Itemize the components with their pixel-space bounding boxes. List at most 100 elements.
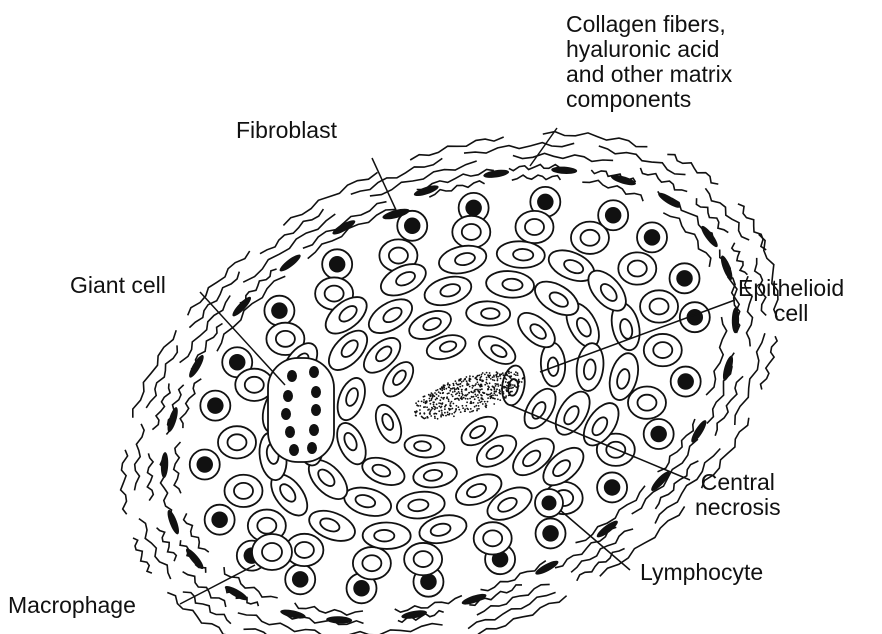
necrosis-dot: [439, 388, 441, 390]
necrosis-dot: [504, 377, 506, 379]
necrosis-dot: [460, 379, 462, 381]
necrosis-dot: [471, 396, 473, 398]
necrosis-dot: [465, 405, 467, 407]
macrophage-nucleus: [234, 483, 253, 499]
collagen-fiber: [189, 272, 239, 328]
necrosis-dot: [497, 385, 499, 387]
necrosis-dot: [515, 386, 517, 388]
epithelioid-cell: [496, 240, 545, 269]
necrosis-dot: [521, 381, 523, 383]
necrosis-dot: [430, 415, 432, 417]
necrosis-dot: [434, 417, 436, 419]
necrosis-dot: [471, 391, 473, 393]
fibroblast-cell: [649, 469, 672, 493]
necrosis-dot: [443, 385, 445, 387]
lymphocyte-nucleus: [677, 373, 694, 390]
necrosis-dot: [426, 416, 428, 418]
necrosis-dot: [517, 374, 519, 376]
necrosis-dot: [441, 387, 443, 389]
necrosis-dot: [430, 409, 432, 411]
necrosis-dot: [458, 409, 460, 411]
necrosis-dot: [464, 408, 466, 410]
necrosis-dot: [439, 392, 441, 394]
necrosis-dot: [511, 378, 513, 380]
necrosis-dot: [448, 400, 450, 402]
necrosis-dot: [444, 412, 446, 414]
necrosis-dot: [493, 403, 495, 405]
necrosis-dot: [492, 386, 494, 388]
necrosis-dot: [454, 391, 456, 393]
collagen-fiber: [640, 168, 687, 192]
necrosis-dot: [464, 389, 466, 391]
collagen-fiber: [663, 213, 711, 267]
macrophage-nucleus: [483, 530, 502, 546]
epithelioid-cell: [341, 483, 394, 521]
necrosis-dot: [445, 388, 447, 390]
necrosis-dot: [467, 408, 469, 410]
necrosis-dot: [489, 372, 491, 374]
necrosis-dot: [481, 388, 483, 390]
necrosis-dot: [505, 381, 507, 383]
necrosis-dot: [492, 394, 494, 396]
label-lymphocyte: Lymphocyte: [640, 560, 763, 585]
necrosis-dot: [423, 399, 425, 401]
epithelioid-cell: [362, 522, 410, 549]
necrosis-dot: [463, 397, 465, 399]
fibroblast-cell: [610, 173, 637, 187]
necrosis-dot: [436, 398, 438, 400]
lymphocyte-nucleus: [676, 270, 693, 287]
lymphocyte-nucleus: [292, 571, 309, 588]
necrosis-dot: [455, 388, 457, 390]
necrosis-dot: [477, 381, 479, 383]
necrosis-dot: [478, 399, 480, 401]
necrosis-dot: [469, 375, 471, 377]
epithelioid-cell: [474, 331, 520, 370]
necrosis-dot: [429, 413, 431, 415]
collagen-fiber: [133, 538, 152, 573]
necrosis-dot: [476, 408, 478, 410]
necrosis-dot: [431, 396, 433, 398]
necrosis-dot: [499, 399, 501, 401]
epithelioid-cell: [421, 272, 474, 310]
collagen-fiber: [295, 603, 363, 615]
necrosis-dot: [451, 413, 453, 415]
necrosis-dot: [455, 380, 457, 382]
necrosis-dot: [452, 408, 454, 410]
necrosis-dot: [419, 409, 421, 411]
necrosis-dot: [503, 374, 505, 376]
necrosis-dot: [445, 415, 447, 417]
necrosis-dot: [478, 408, 480, 410]
epithelioid-nucleus: [374, 530, 394, 542]
necrosis-dot: [455, 394, 457, 396]
epithelioid-cell: [371, 401, 407, 446]
lymphocyte-nucleus: [329, 256, 346, 273]
necrosis-dot: [471, 411, 473, 413]
necrosis-dot: [419, 405, 421, 407]
collagen-fiber: [715, 376, 743, 435]
necrosis-dot: [417, 405, 419, 407]
necrosis-dot: [469, 398, 471, 400]
necrosis-dot: [455, 411, 457, 413]
necrosis-dot: [492, 376, 494, 378]
lymphocyte-nucleus: [650, 426, 667, 443]
necrosis-dot: [460, 411, 462, 413]
necrosis-dot: [441, 410, 443, 412]
necrosis-dot: [465, 394, 467, 396]
necrosis-dot: [513, 373, 515, 375]
giant-cell-nucleus: [307, 442, 317, 454]
necrosis-dot: [441, 412, 443, 414]
necrosis-dot: [506, 385, 508, 387]
necrosis-dot: [493, 392, 495, 394]
cell-layer: [160, 166, 739, 624]
necrosis-dot: [475, 389, 477, 391]
fibroblast-cell: [165, 406, 180, 433]
necrosis-dot: [465, 398, 467, 400]
necrosis-dot: [450, 405, 452, 407]
necrosis-dot: [436, 403, 438, 405]
necrosis-dot: [486, 377, 488, 379]
necrosis-dot: [434, 413, 436, 415]
lymphocyte-nucleus: [644, 229, 661, 246]
necrosis-dot: [522, 377, 524, 379]
necrosis-dot: [510, 384, 512, 386]
necrosis-dot: [496, 376, 498, 378]
